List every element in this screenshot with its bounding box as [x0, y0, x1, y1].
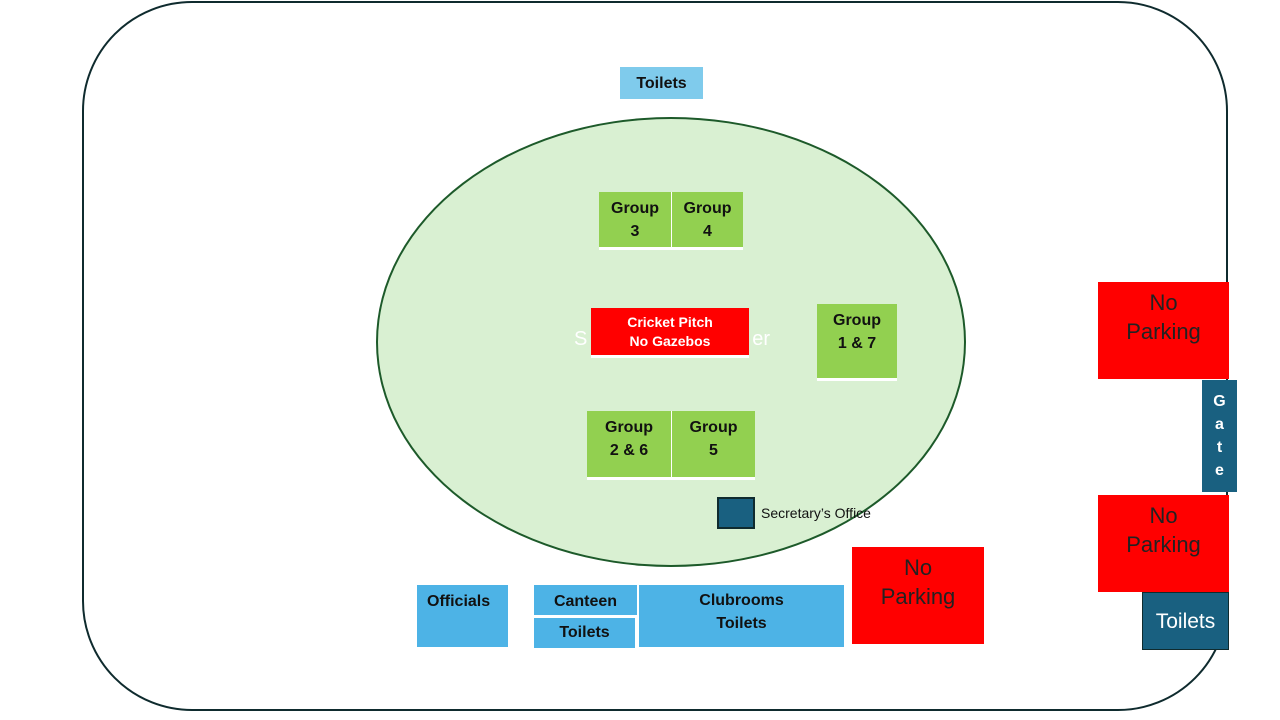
group-4-label-line1: Group	[683, 200, 732, 217]
no-parking-right-top-line1: No	[1149, 290, 1178, 315]
clubrooms-label-line1: Clubrooms	[699, 592, 784, 609]
gate-letter: a	[1215, 416, 1224, 433]
no-parking-bottom: No Parking	[852, 547, 984, 644]
officials-label: Officials	[427, 593, 491, 610]
toilets-top-box: Toilets	[620, 67, 703, 99]
toilets-right-label: Toilets	[1155, 609, 1216, 633]
no-parking-bottom-line2: Parking	[880, 584, 956, 609]
group-1-7-area: Group 1 & 7	[817, 304, 897, 381]
oval-background-text: S er	[574, 328, 770, 351]
clubrooms-box: Clubrooms Toilets	[639, 585, 844, 647]
toilets-top-label: Toilets	[636, 74, 687, 92]
group-2-6-area: Group 2 & 6	[587, 411, 671, 480]
cricket-pitch: Cricket Pitch No Gazebos	[591, 308, 749, 358]
cricket-pitch-label-line2: No Gazebos	[629, 332, 711, 349]
no-parking-bottom-line1: No	[903, 555, 933, 580]
group-5-label-line1: Group	[689, 419, 738, 436]
no-parking-right-bottom-line2: Parking	[1126, 532, 1201, 557]
gate-letter: t	[1216, 439, 1223, 456]
no-parking-right-top-line2: Parking	[1126, 319, 1201, 344]
group-3-label-line1: Group	[611, 200, 659, 217]
cricket-pitch-label-line1: Cricket Pitch	[627, 313, 713, 330]
group-5-area: Group 5	[671, 411, 755, 480]
officials-box: Officials	[417, 585, 508, 647]
group-3-label-line2: 3	[630, 223, 640, 240]
group-5-label-line2: 5	[709, 442, 718, 459]
canteen-label: Canteen	[553, 593, 618, 610]
group-1-7-label-line2: 1 & 7	[837, 335, 877, 352]
canteen-box: Canteen	[534, 585, 637, 615]
oval-background-text-right: er	[752, 328, 770, 350]
group-1-7-label-line1: Group	[833, 312, 881, 329]
oval-background-text-left: S	[574, 328, 588, 350]
no-parking-right-bottom-line1: No	[1149, 503, 1178, 528]
gate-letter: e	[1215, 462, 1224, 479]
gate-letter: G	[1213, 393, 1226, 410]
no-parking-right-bottom: No Parking	[1098, 495, 1229, 592]
secretary-office-label: Secretary’s Office	[761, 505, 871, 521]
group-2-6-label-line2: 2 & 6	[609, 442, 649, 459]
clubrooms-label-line2: Toilets	[716, 615, 767, 632]
toilets-small-label: Toilets	[559, 624, 610, 641]
gate: G a t e	[1202, 380, 1237, 492]
no-parking-right-top: No Parking	[1098, 282, 1229, 379]
group-2-6-label-line1: Group	[605, 419, 653, 436]
group-3-area: Group 3	[599, 192, 671, 250]
secretary-office-marker	[717, 497, 755, 529]
toilets-right-box: Toilets	[1142, 592, 1229, 650]
toilets-small-box: Toilets	[534, 618, 635, 648]
group-4-label-line2: 4	[703, 223, 712, 240]
group-4-area: Group 4	[671, 192, 743, 250]
